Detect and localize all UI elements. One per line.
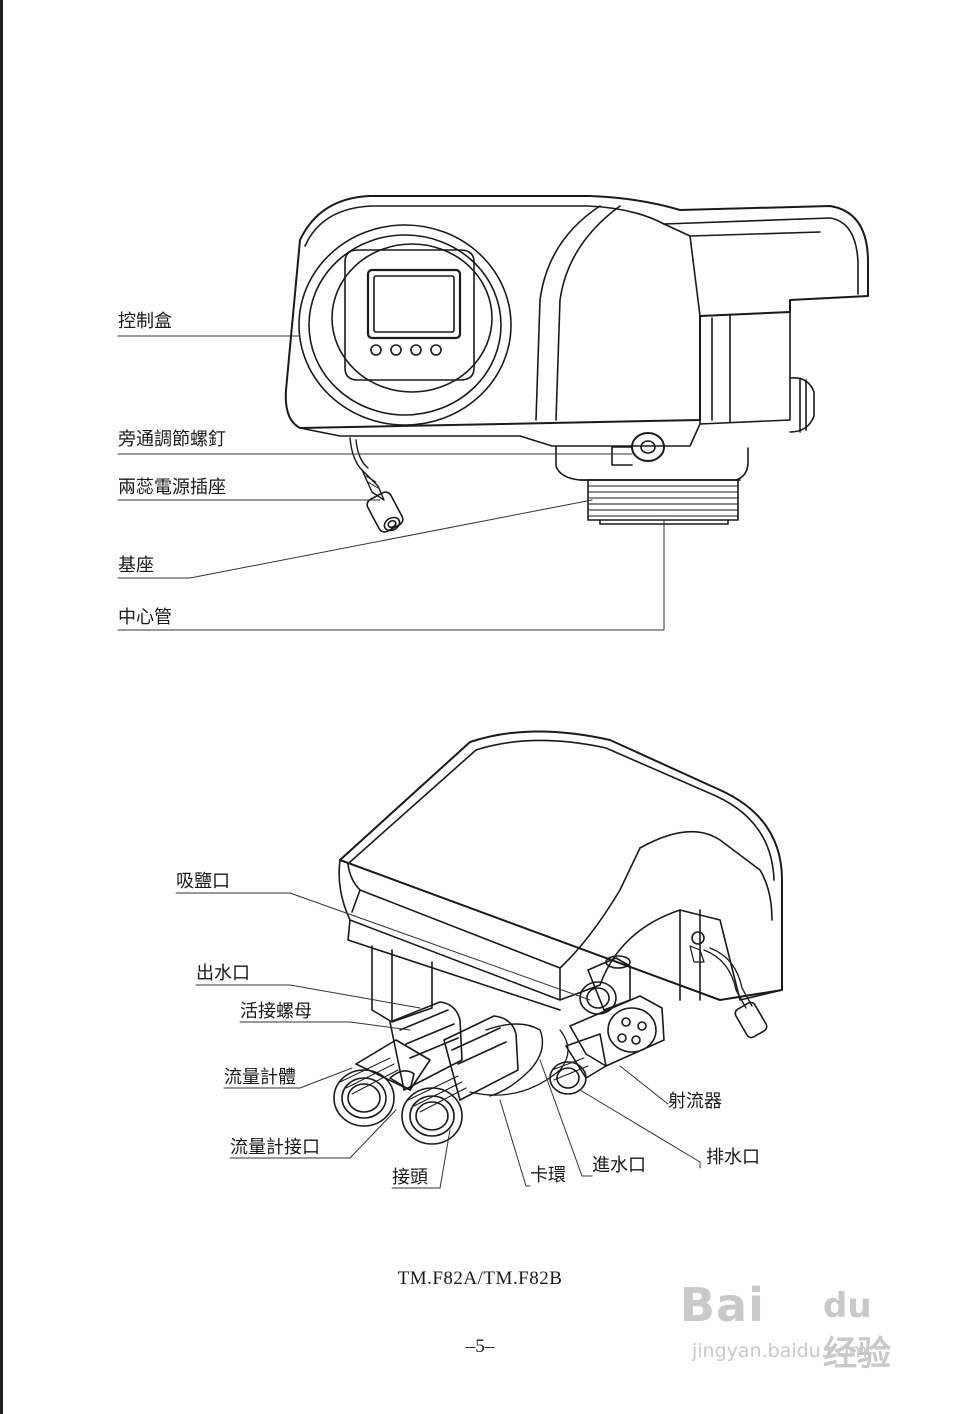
- valve-front-drawing: [117, 195, 869, 631]
- valve-rear-figure: 吸鹽口 出水口 活接螺母 流量計體 流量計接口 接頭 卡環 進水口 排水口 射流…: [0, 720, 960, 1220]
- model-caption: TM.F82A/TM.F82B: [397, 1268, 563, 1289]
- label-control-box: 控制盒: [118, 311, 172, 332]
- valve-rear-drawing: [175, 730, 783, 1189]
- label-outlet: 出水口: [196, 963, 250, 984]
- label-injector: 射流器: [668, 1091, 722, 1112]
- label-inlet: 進水口: [592, 1155, 646, 1176]
- label-drain: 排水口: [706, 1147, 760, 1168]
- label-brine-port: 吸鹽口: [176, 871, 230, 892]
- label-clip: 卡環: [530, 1165, 566, 1186]
- baidu-watermark: Bai du 经验 jingyan.baidu.com: [680, 1278, 910, 1378]
- label-connector: 接頭: [392, 1167, 428, 1188]
- watermark-brand: Bai: [680, 1278, 765, 1332]
- valve-front-figure: 控制盒 旁通調節螺釘 兩蕊電源插座 基座 中心管: [0, 160, 960, 650]
- watermark-url: jingyan.baidu.com: [692, 1340, 868, 1362]
- label-meter-body: 流量計體: [224, 1067, 296, 1088]
- label-base: 基座: [118, 555, 154, 576]
- label-center-pipe: 中心管: [118, 607, 172, 628]
- page-left-edge: [0, 0, 3, 1414]
- page-number: –5–: [465, 1336, 495, 1357]
- label-meter-connector: 流量計接口: [230, 1137, 320, 1158]
- label-union-nut: 活接螺母: [240, 1001, 312, 1022]
- label-power-socket: 兩蕊電源插座: [118, 477, 226, 498]
- watermark-brand-suffix: du 经验: [823, 1286, 891, 1374]
- label-bypass-screw: 旁通調節螺釘: [118, 429, 226, 450]
